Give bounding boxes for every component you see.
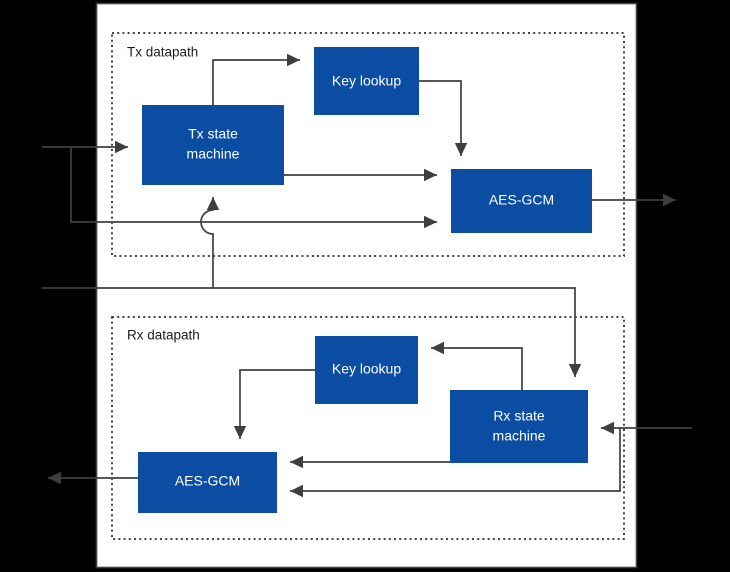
block-tx-key-lookup[interactable]: Key lookup: [314, 47, 419, 115]
block-tx-key-lookup-rect[interactable]: [314, 47, 419, 115]
block-tx-state-machine[interactable]: Tx state machine: [142, 105, 284, 185]
connector-tx-sm-to-keylookup: [212, 53, 300, 105]
connector-tx-keylookup-to-aes: [419, 80, 468, 156]
block-rx-aes-gcm[interactable]: AES-GCM: [138, 452, 277, 513]
connector-bus-to-rx-sm: [42, 287, 582, 377]
group-label-rx-datapath: Rx datapath: [127, 328, 200, 343]
block-rx-key-lookup[interactable]: Key lookup: [315, 336, 418, 404]
block-tx-aes-gcm[interactable]: AES-GCM: [451, 169, 592, 233]
block-rx-state-machine[interactable]: Rx state machine: [450, 390, 588, 463]
group-box-tx-datapath: [111, 32, 625, 257]
block-rx-state-machine-rect[interactable]: [450, 390, 588, 463]
block-rx-aes-gcm-rect[interactable]: [138, 452, 277, 513]
connector-rx-bypass-to-aes: [290, 428, 621, 498]
connector-rx-keylookup-to-aes: [233, 369, 315, 439]
block-tx-state-machine-rect[interactable]: [142, 105, 284, 185]
connector-rx-feedback-to-tx-sm: [200, 197, 220, 288]
group-label-tx-datapath: Tx datapath: [127, 45, 198, 60]
group-box-rx-datapath: [111, 316, 625, 540]
block-rx-key-lookup-rect[interactable]: [315, 336, 418, 404]
connector-tx-bypass-to-aes: [70, 147, 437, 229]
block-tx-aes-gcm-rect[interactable]: [451, 169, 592, 233]
connector-rx-sm-to-keylookup: [431, 341, 523, 390]
